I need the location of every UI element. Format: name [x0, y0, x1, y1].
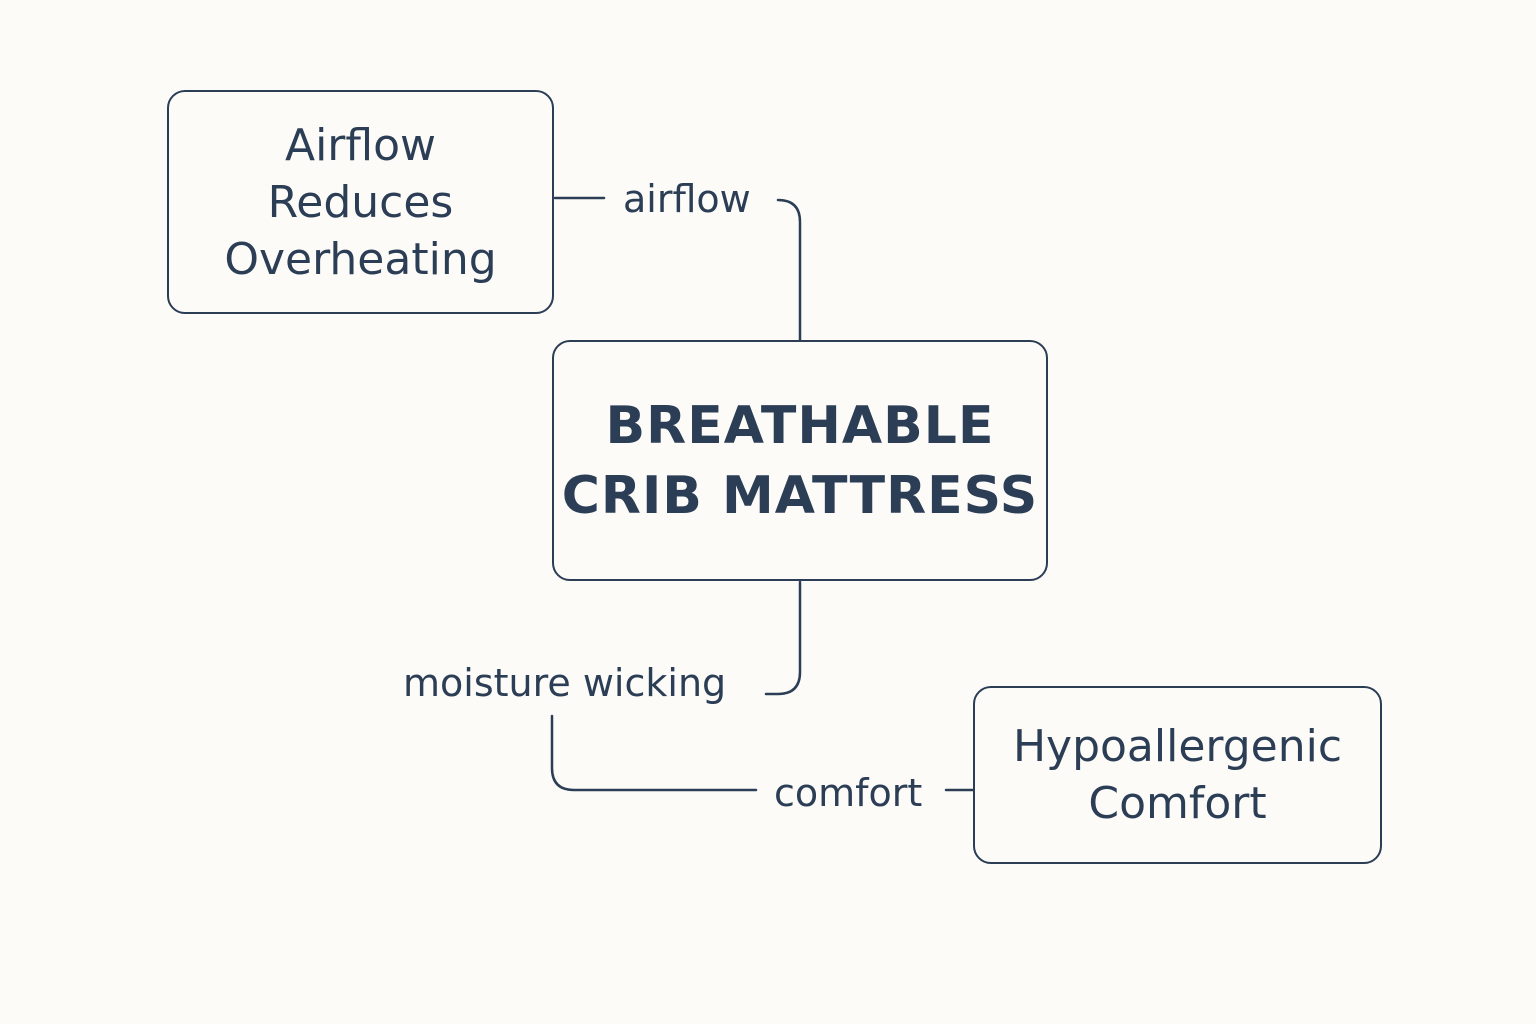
connector-airflow-right	[776, 198, 802, 342]
airflow-node-line-3: Overheating	[224, 233, 497, 285]
central-node-line-1: BREATHABLE	[605, 395, 995, 456]
airflow-node-line-1: Airflow	[284, 119, 437, 171]
edge-label-moisture: moisture wicking	[403, 661, 727, 705]
edge-label-airflow: airflow	[623, 177, 751, 221]
connector-moisture-bottom	[550, 714, 758, 792]
hypoallergenic-node-line-1: Hypoallergenic	[1012, 721, 1343, 772]
connector-moisture-top	[764, 580, 802, 696]
central-node-line-2: CRIB MATTRESS	[561, 465, 1039, 526]
hypoallergenic-node: Hypoallergenic Comfort	[973, 686, 1382, 864]
hypoallergenic-node-line-2: Comfort	[1088, 778, 1267, 829]
central-node: BREATHABLE CRIB MATTRESS	[552, 340, 1048, 581]
edge-label-comfort: comfort	[774, 771, 923, 815]
airflow-node-line-2: Reduces	[267, 176, 454, 228]
airflow-node: Airflow Reduces Overheating	[167, 90, 554, 314]
